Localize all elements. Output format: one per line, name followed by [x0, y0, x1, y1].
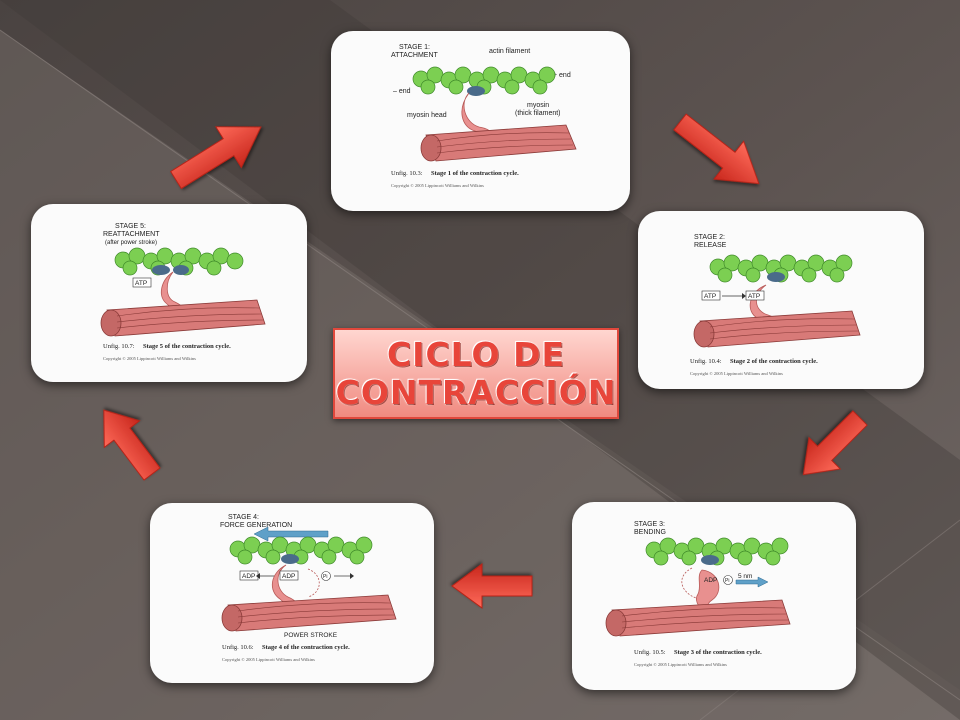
atp-box: [701, 290, 721, 301]
atp-label: ATP: [135, 280, 147, 287]
stage-2-illustration: STAGE 2: RELEASE ATP ATP Unfig. 10.4: St…: [690, 234, 861, 376]
stage-label: STAGE 5:: [115, 223, 146, 230]
movement-arrow: [735, 576, 769, 588]
title-line-1: CICLO DE: [386, 334, 566, 374]
adp-released-label: ADP: [242, 573, 255, 580]
distance-label: 5 nm: [738, 573, 752, 580]
title-line-2: CONTRACCIÓN: [335, 372, 617, 412]
binding-site-2: [173, 265, 189, 275]
stage-5-illustration: STAGE 5: REATTACHMENT (after power strok…: [100, 223, 266, 361]
actin-filament: [709, 254, 853, 283]
myosin-label: myosin: [527, 102, 549, 109]
stage-label: STAGE 4:: [228, 514, 259, 521]
adp-bound-label: ADP: [282, 573, 295, 580]
pi-circle: [723, 575, 733, 585]
atp-box: [132, 277, 152, 288]
stage-note: (after power stroke): [105, 240, 157, 246]
actin-filament-label: actin filament: [489, 48, 530, 55]
stage-name: RELEASE: [694, 242, 727, 249]
binding-site: [467, 86, 485, 96]
copyright: Copyright © 2005 Lippincott Williams and…: [690, 371, 783, 376]
actin-filament: [114, 247, 244, 276]
stage-1-card: STAGE 1: ATTACHMENT actin filament + end…: [331, 31, 630, 211]
thick-filament: [605, 599, 791, 637]
stage-label: STAGE 1:: [399, 44, 430, 51]
atp-bound-label: ATP: [748, 293, 760, 300]
caption-number: Unfig. 10.4:: [690, 358, 722, 365]
caption-text: Stage 3 of the contraction cycle.: [674, 649, 762, 656]
stage-2-card: STAGE 2: RELEASE ATP ATP Unfig. 10.4: St…: [638, 211, 924, 389]
thick-filament: [693, 310, 861, 348]
minus-end-label: – end: [393, 88, 411, 95]
stage-3-illustration: STAGE 3: BENDING ADP Pi 5 nm Unfig. 10.5…: [605, 521, 791, 667]
plus-end-label: + end: [553, 72, 571, 79]
pi-circle: [321, 571, 331, 581]
stage-label: STAGE 2:: [694, 234, 725, 241]
myosin-head-label: myosin head: [407, 112, 447, 119]
stage-name: ATTACHMENT: [391, 52, 439, 59]
copyright: Copyright © 2005 Lippincott Williams and…: [222, 657, 315, 662]
stage-name: FORCE GENERATION: [220, 522, 292, 529]
myosin-head-previous: [307, 568, 320, 598]
actin-filament: [229, 536, 373, 565]
caption-text: Stage 5 of the contraction cycle.: [143, 343, 231, 350]
binding-site: [701, 555, 719, 565]
binding-site: [767, 272, 785, 282]
atp-label: ATP: [704, 293, 716, 300]
caption-number: Unfig. 10.7:: [103, 343, 135, 350]
caption-text: Stage 1 of the contraction cycle.: [431, 170, 519, 177]
stage-1-illustration: STAGE 1: ATTACHMENT actin filament + end…: [391, 44, 577, 188]
adp-bound-box: [279, 570, 299, 581]
stage-4-illustration: STAGE 4: FORCE GENERATION ADP ADP Pi POW…: [220, 514, 397, 662]
thick-filament: [420, 124, 577, 162]
caption-number: Unfig. 10.6:: [222, 644, 254, 651]
copyright: Copyright © 2005 Lippincott Williams and…: [391, 183, 484, 188]
thick-filament: [100, 299, 266, 337]
copyright: Copyright © 2005 Lippincott Williams and…: [634, 662, 727, 667]
stage-name: REATTACHMENT: [103, 231, 160, 238]
thick-filament: [221, 594, 397, 632]
stage-4-card: STAGE 4: FORCE GENERATION ADP ADP Pi POW…: [150, 503, 434, 683]
caption-number: Unfig. 10.3:: [391, 170, 423, 177]
stage-3-card: STAGE 3: BENDING ADP Pi 5 nm Unfig. 10.5…: [572, 502, 856, 690]
adp-label: ADP: [704, 577, 717, 584]
power-stroke-label: POWER STROKE: [284, 632, 338, 639]
binding-site: [281, 554, 299, 564]
stage-name: BENDING: [634, 529, 666, 536]
caption-number: Unfig. 10.5:: [634, 649, 666, 656]
atp-bound-box: [745, 290, 765, 301]
stage-label: STAGE 3:: [634, 521, 665, 528]
stage-5-card: STAGE 5: REATTACHMENT (after power strok…: [31, 204, 307, 382]
force-arrow: [253, 526, 329, 542]
copyright: Copyright © 2005 Lippincott Williams and…: [103, 356, 196, 361]
caption-text: Stage 2 of the contraction cycle.: [730, 358, 818, 365]
binding-site: [152, 265, 170, 275]
pi-label: Pi: [725, 578, 729, 584]
cycle-title: CICLO DE CONTRACCIÓN: [333, 328, 619, 419]
thick-filament-label: (thick filament): [515, 110, 561, 117]
actin-filament: [412, 66, 556, 95]
caption-text: Stage 4 of the contraction cycle.: [262, 644, 350, 651]
pi-label: Pi: [323, 574, 327, 580]
